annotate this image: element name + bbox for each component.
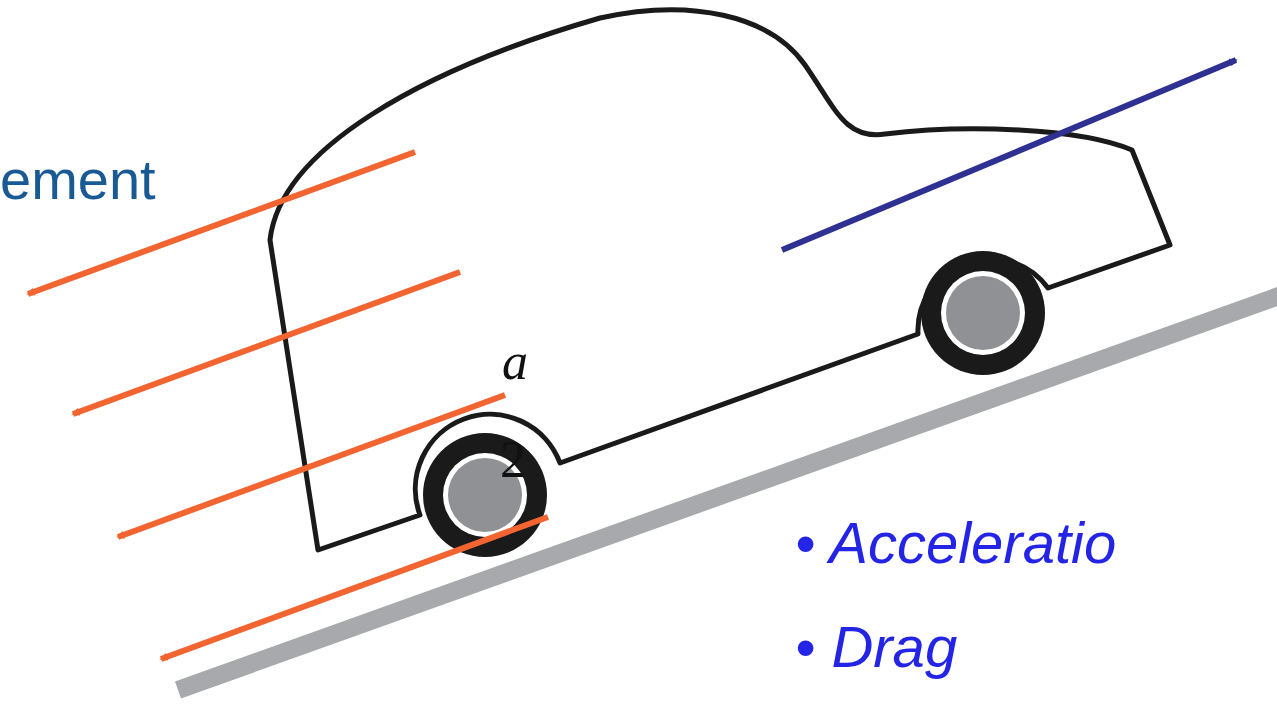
drag-arrow xyxy=(161,517,548,659)
bullet-item: • Drag xyxy=(795,618,957,676)
acceleration-arrow xyxy=(782,60,1236,250)
drag-arrows xyxy=(28,152,548,659)
drag-arrow xyxy=(118,395,505,537)
bullet-item: • Acceleratio xyxy=(795,514,1116,572)
car-body xyxy=(270,10,1170,550)
math-number: 2 xyxy=(500,434,526,486)
front-wheel xyxy=(921,251,1045,375)
drag-arrow xyxy=(73,272,460,414)
section-heading: ement xyxy=(0,152,156,208)
math-symbol: a xyxy=(502,336,528,388)
